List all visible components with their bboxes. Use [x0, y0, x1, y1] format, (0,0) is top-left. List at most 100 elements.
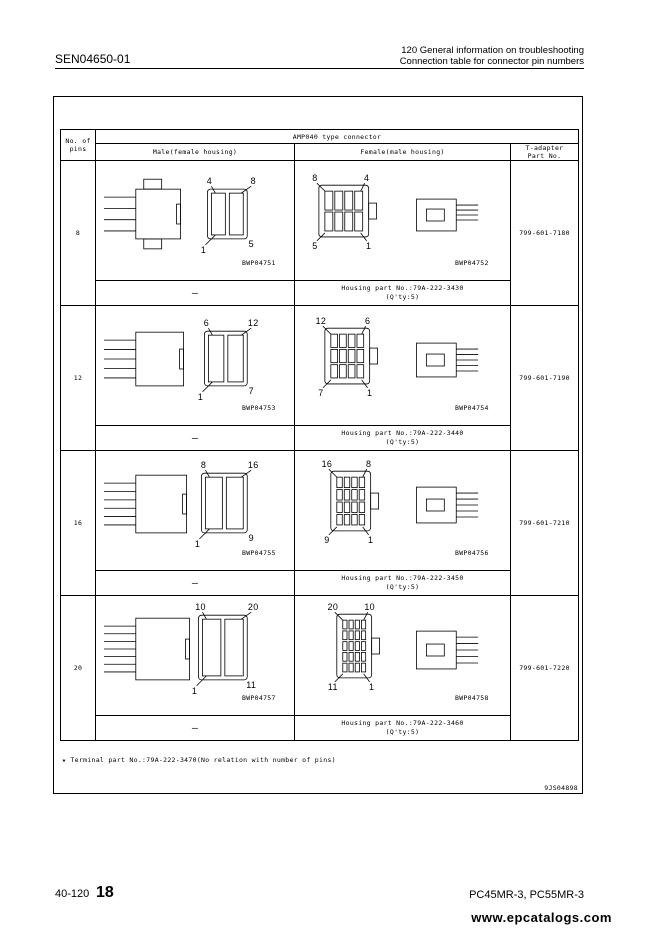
connector-latch [425, 353, 445, 367]
male-housing: — [95, 570, 295, 596]
leader-line [199, 528, 210, 540]
pin-cavity [361, 662, 367, 673]
connector-face [318, 184, 370, 238]
pin-number-label: 4 [364, 173, 369, 183]
leader-line [361, 326, 367, 335]
connector-face [198, 614, 248, 681]
pin-cavity [343, 489, 351, 501]
header-rule [55, 68, 584, 69]
pin-cavity [330, 364, 338, 379]
drawing-code: BWP04755 [242, 549, 276, 557]
pin-number-label: 1 [366, 241, 371, 251]
drawing-code: BWP04753 [242, 404, 276, 412]
pin-cavity [336, 501, 343, 513]
pin-number-label: 16 [322, 459, 333, 469]
pin-cavity [342, 652, 348, 662]
drawing-code: BWP04751 [242, 259, 276, 267]
connector-latch [369, 347, 379, 365]
pin-cavity [348, 641, 354, 651]
connector-face [201, 472, 248, 534]
pin-cavity [330, 333, 338, 348]
pin-count: 12 [60, 305, 96, 451]
leader-line [241, 185, 252, 194]
pin-count: 8 [60, 160, 96, 306]
pin-cavity [351, 476, 358, 489]
pin-cavity-block [227, 334, 244, 383]
leader-line [202, 381, 213, 393]
leader-line [362, 526, 369, 536]
pin-number-label: 20 [328, 602, 339, 612]
connector-face [204, 330, 248, 387]
connector-latch [370, 492, 380, 510]
figure-frame [53, 96, 583, 794]
section-subtitle: Connection table for connector pin numbe… [399, 56, 584, 67]
drawing-code: BWP04756 [455, 549, 489, 557]
male-housing: — [95, 715, 295, 741]
pin-cavity-block [205, 476, 223, 530]
pin-number-label: 12 [248, 318, 259, 328]
pin-cavity [336, 476, 343, 489]
pin-cavity-block [225, 476, 244, 530]
pin-number-label: 16 [248, 460, 259, 470]
connector-body-side [135, 617, 190, 681]
connector-body-side [135, 188, 181, 240]
pin-number-label: 5 [312, 241, 317, 251]
leader-line [322, 325, 332, 335]
pin-cavity [343, 501, 351, 513]
pin-cavity [342, 662, 348, 673]
female-housing: Housing part No.:79A-222-3450(Q'ty:5) [294, 570, 511, 596]
pin-number-label: 11 [246, 680, 256, 690]
pin-number-label: 7 [249, 386, 254, 396]
pin-cavity [361, 630, 367, 641]
pin-number-label: 10 [195, 602, 206, 612]
pin-number-label: 9 [324, 535, 329, 545]
pin-cavity [354, 619, 360, 630]
pin-number-label: 12 [316, 316, 327, 326]
pin-cavity [343, 514, 351, 526]
leader-line [241, 469, 252, 478]
pin-cavity [342, 619, 348, 630]
leader-line [362, 469, 368, 478]
leader-line [328, 526, 338, 536]
pin-cavity [336, 489, 343, 501]
pin-cavity [354, 662, 360, 673]
pin-number-label: 5 [249, 239, 254, 249]
leader-line [322, 379, 332, 389]
pin-cavity [342, 641, 348, 651]
pin-number-label: 1 [195, 539, 200, 549]
pin-number-label: 1 [367, 388, 372, 398]
leader-line [334, 611, 344, 621]
figure-code: 9JS04898 [544, 784, 578, 792]
pin-number-label: 6 [204, 318, 209, 328]
leader-line [361, 379, 368, 389]
connector-face [207, 188, 248, 240]
connector-latch [182, 493, 187, 515]
female-housing: Housing part No.:79A-222-3440(Q'ty:5) [294, 425, 511, 451]
pin-cavity [354, 211, 364, 232]
drawing-code: BWP04757 [242, 694, 276, 702]
doc-number: SEN04650-01 [55, 52, 131, 66]
pin-cavity [334, 190, 344, 211]
pin-number-label: 1 [368, 535, 373, 545]
connector-latch [179, 348, 184, 370]
pin-cavity [324, 211, 334, 232]
connector-latch [368, 202, 378, 220]
pin-cavity [336, 514, 343, 526]
pin-cavity [348, 619, 354, 630]
leader-line [211, 185, 216, 194]
leader-line [316, 232, 326, 242]
pin-cavity [361, 652, 367, 662]
connector-body-side [416, 630, 457, 670]
connector-latch [425, 208, 445, 222]
connector-body-side [416, 486, 457, 524]
pin-number-label: 4 [207, 176, 212, 186]
